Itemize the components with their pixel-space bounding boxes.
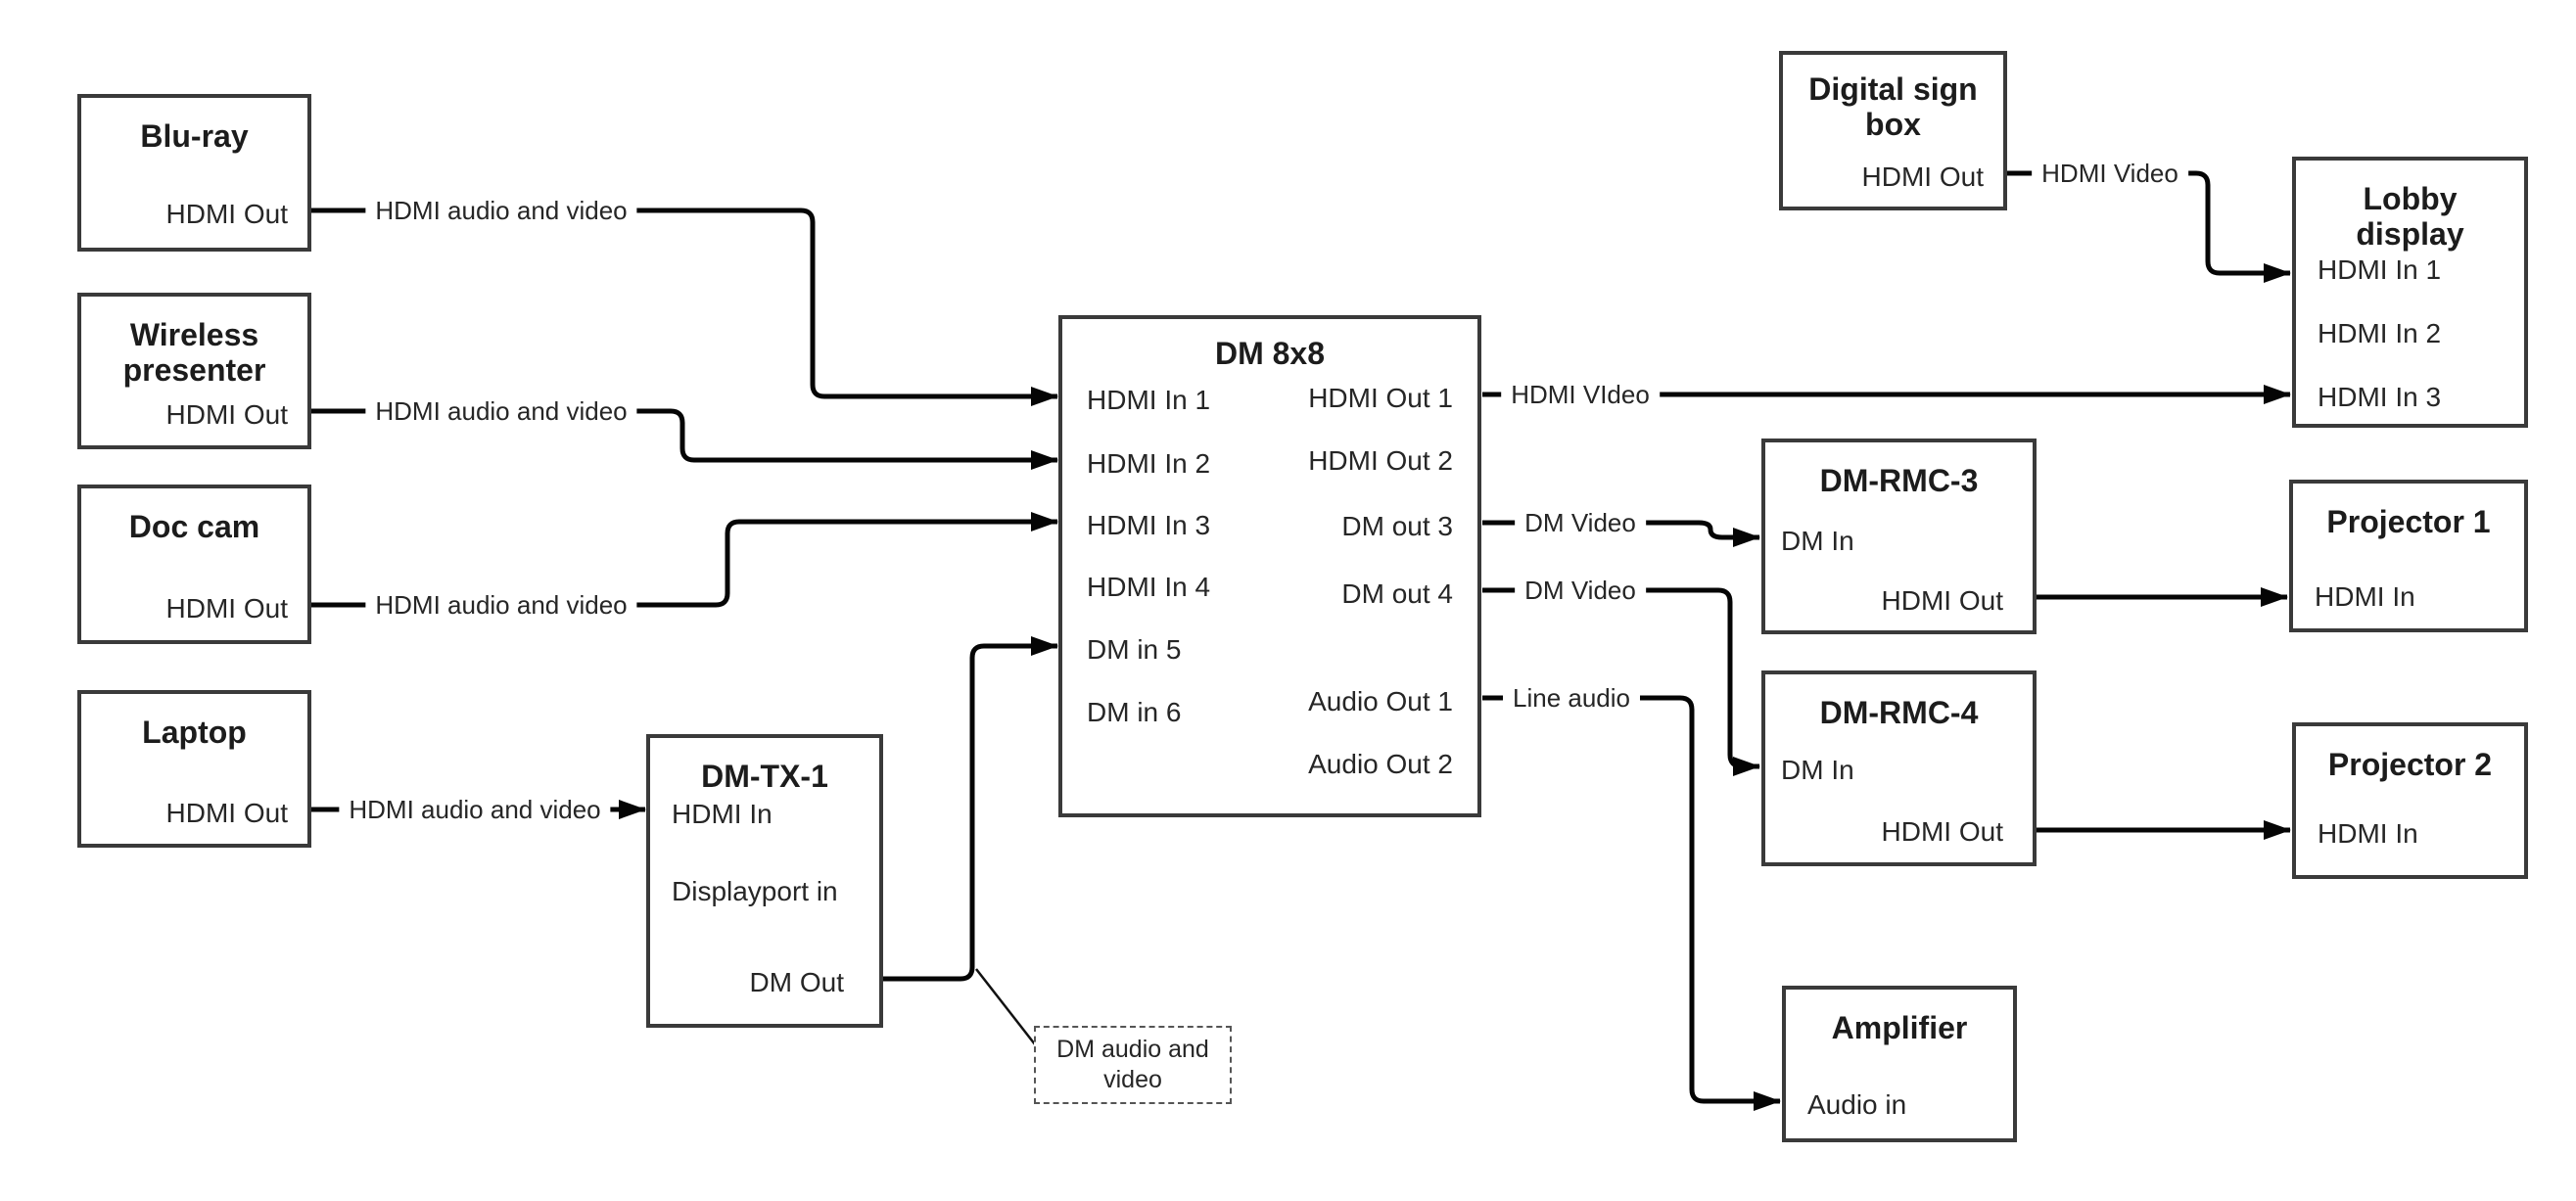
node-title: Digital sign box	[1808, 71, 1978, 142]
node-title: DM-TX-1	[701, 759, 828, 794]
port-audio-out-1: Audio Out 1	[1308, 686, 1453, 716]
node-blu-ray: Blu-ray HDMI Out	[77, 94, 311, 252]
port-hdmi-in-2: HDMI In 2	[2318, 318, 2442, 348]
port-hdmi-in-1: HDMI In 1	[2318, 254, 2442, 285]
port-audio-out-2: Audio Out 2	[1308, 749, 1453, 779]
node-title: Amplifier	[1831, 1010, 1968, 1045]
port-hdmi-out-2: HDMI Out 2	[1308, 445, 1453, 476]
node-projector-2: Projector 2 HDMI In	[2292, 722, 2528, 879]
port-hdmi-out: HDMI Out	[165, 798, 288, 828]
callout-dm-audio-video: DM audio and video	[1034, 1026, 1232, 1104]
connector-dm8x8-audioout1-to-amplifier-audio-in	[1482, 695, 1781, 1111]
node-title: Projector 2	[2327, 747, 2493, 782]
node-laptop: Laptop HDMI Out	[77, 690, 311, 848]
port-hdmi-in-1: HDMI In 1	[1087, 385, 1211, 415]
node-title: Doc cam	[128, 509, 260, 544]
node-title: Projector 1	[2326, 504, 2491, 539]
connector-doccam-to-dm8x8-hdmi-in-3	[311, 512, 1058, 608]
port-hdmi-in-3: HDMI In 3	[2318, 382, 2442, 412]
port-hdmi-out: HDMI Out	[165, 199, 288, 229]
node-title: Wireless presenter	[122, 317, 266, 388]
port-hdmi-out: HDMI Out	[1881, 816, 2003, 847]
port-hdmi-in: HDMI In	[2318, 818, 2418, 849]
connector-dm8x8-dmout3-to-dmrmc3-dm-in	[1482, 520, 1760, 547]
port-dm-out-3: DM out 3	[1341, 511, 1453, 541]
node-title: DM 8x8	[1214, 336, 1326, 371]
port-hdmi-in: HDMI In	[672, 799, 773, 829]
port-hdmi-out: HDMI Out	[165, 593, 288, 624]
cable-label-laptop: HDMI audio and video	[339, 795, 611, 824]
port-hdmi-in: HDMI In	[2315, 581, 2415, 612]
connector-dm8x8-dmout4-to-dmrmc4-dm-in	[1482, 587, 1760, 776]
node-doc-cam: Doc cam HDMI Out	[77, 485, 311, 644]
port-dm-in-6: DM in 6	[1087, 697, 1182, 727]
port-hdmi-out-1: HDMI Out 1	[1308, 383, 1453, 413]
node-dm-rmc-3: DM-RMC-3 DM In HDMI Out	[1761, 439, 2037, 634]
port-hdmi-in-2: HDMI In 2	[1087, 448, 1211, 479]
cable-label-wireless: HDMI audio and video	[365, 396, 637, 426]
cable-label-bluray: HDMI audio and video	[365, 196, 637, 225]
callout-text: DM audio and video	[1056, 1035, 1209, 1093]
node-projector-1: Projector 1 HDMI In	[2289, 480, 2528, 632]
port-hdmi-in-4: HDMI In 4	[1087, 572, 1211, 602]
port-hdmi-out: HDMI Out	[165, 399, 288, 430]
connector-dmtx1-dmout-to-dm8x8-dm-in-5	[883, 636, 1058, 982]
port-dm-out: DM Out	[749, 967, 844, 997]
node-title: Lobby display	[2356, 181, 2464, 252]
port-audio-in: Audio in	[1807, 1089, 1907, 1120]
node-digital-sign-box: Digital sign box HDMI Out	[1779, 51, 2007, 210]
connector-wireless-to-dm8x8-hdmi-in-2	[311, 408, 1058, 470]
port-dm-in-5: DM in 5	[1087, 634, 1182, 665]
cable-label-digital-sign: HDMI Video	[2032, 159, 2188, 188]
connector-digitalsign-to-lobby-hdmi-in-1	[2007, 170, 2291, 283]
port-dm-out-4: DM out 4	[1341, 578, 1453, 609]
port-hdmi-out: HDMI Out	[1861, 162, 1984, 192]
node-dm-rmc-4: DM-RMC-4 DM In HDMI Out	[1761, 670, 2037, 866]
node-title: Blu-ray	[140, 118, 249, 154]
port-dm-in: DM In	[1781, 755, 1854, 785]
callout-pointer-line	[975, 968, 1036, 1045]
cable-label-dm-out-3: DM Video	[1515, 508, 1646, 537]
port-dm-in: DM In	[1781, 526, 1854, 556]
cable-label-dm-out-4: DM Video	[1515, 576, 1646, 605]
node-title: Laptop	[142, 715, 247, 750]
node-amplifier: Amplifier Audio in	[1782, 986, 2017, 1142]
node-dm-tx-1: DM-TX-1 HDMI In Displayport in DM Out	[646, 734, 883, 1028]
node-dm-8x8: DM 8x8 HDMI In 1 HDMI In 2 HDMI In 3 HDM…	[1058, 315, 1481, 817]
connector-bluray-to-dm8x8-hdmi-in-1	[311, 208, 1058, 406]
port-hdmi-in-3: HDMI In 3	[1087, 510, 1211, 540]
node-lobby-display: Lobby display HDMI In 1 HDMI In 2 HDMI I…	[2292, 157, 2528, 428]
node-title: DM-RMC-4	[1819, 695, 1979, 730]
port-displayport-in: Displayport in	[672, 876, 838, 906]
cable-label-hdmi-out-1: HDMI VIdeo	[1501, 380, 1660, 409]
node-title: DM-RMC-3	[1819, 463, 1979, 498]
cable-label-doccam: HDMI audio and video	[365, 590, 637, 620]
cable-label-audio-out-1: Line audio	[1503, 683, 1640, 713]
node-wireless-presenter: Wireless presenter HDMI Out	[77, 293, 311, 449]
port-hdmi-out: HDMI Out	[1881, 585, 2003, 616]
